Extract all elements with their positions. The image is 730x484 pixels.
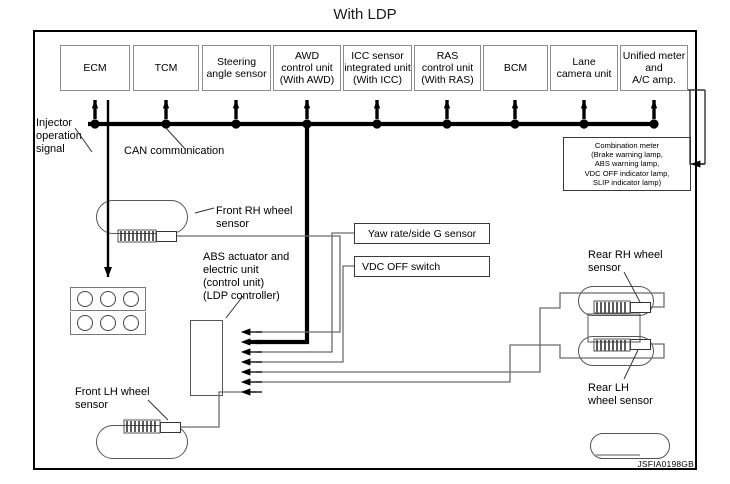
box-bcm[interactable]: BCM: [483, 45, 548, 91]
box-bcm-label: BCM: [503, 62, 528, 74]
front-rh-sensor-connector: [156, 231, 177, 242]
box-awd-line2: control unit: [281, 62, 333, 74]
box-icc-line2: integrated unit: [344, 62, 411, 74]
combination-meter-box[interactable]: Combination meter (Brake warning lamp, A…: [563, 137, 691, 191]
box-lane-line2: camera unit: [556, 68, 612, 80]
rear-lh-sensor-connector: [630, 339, 651, 350]
injector-circle-5: [100, 315, 116, 331]
box-meter-line2: and: [645, 62, 663, 74]
box-ecm[interactable]: ECM: [60, 45, 130, 91]
vdc-label: VDC OFF switch: [362, 260, 441, 273]
rear-rh-sensor-connector: [630, 302, 651, 313]
box-steering-line2: angle sensor: [206, 68, 267, 80]
box-unified-meter[interactable]: Unified meter and A/C amp.: [620, 45, 688, 91]
label-injector-operation-signal: Injector operation signal: [36, 117, 82, 155]
injector-circle-1: [77, 291, 93, 307]
front-rh-wheel: [96, 200, 188, 234]
label-rear-rh-wheel-sensor: Rear RH wheel sensor: [588, 249, 663, 274]
injector-circle-3: [123, 291, 139, 307]
label-front-rh-wheel-sensor: Front RH wheel sensor: [216, 205, 293, 230]
box-ras-control-unit[interactable]: RAS control unit (With RAS): [414, 45, 481, 91]
box-meter-line1: Unified meter: [622, 50, 686, 62]
cmeter-line4: VDC OFF indicator lamp,: [584, 168, 670, 178]
box-icc-line1: ICC sensor: [351, 50, 404, 62]
figure-code: JSFIA0198GB: [637, 459, 694, 469]
injector-circle-2: [100, 291, 116, 307]
box-meter-line3: A/C amp.: [632, 74, 676, 86]
label-rear-lh-wheel-sensor: Rear LH wheel sensor: [588, 382, 653, 407]
box-ras-line3: (With RAS): [421, 74, 474, 86]
box-awd-line3: (With AWD): [279, 74, 335, 86]
box-tcm-label: TCM: [154, 62, 178, 74]
box-lane-camera-unit[interactable]: Lane camera unit: [550, 45, 618, 91]
label-can-communication: CAN communication: [124, 145, 225, 157]
injector-circle-6: [123, 315, 139, 331]
box-icc-sensor-unit[interactable]: ICC sensor integrated unit (With ICC): [343, 45, 412, 91]
cmeter-line3: ABS warning lamp,: [594, 159, 660, 169]
cmeter-line5: SLIP indicator lamp): [592, 177, 662, 187]
box-awd-line1: AWD: [294, 50, 320, 62]
box-ras-line1: RAS: [436, 50, 459, 62]
box-lane-line1: Lane: [572, 56, 596, 68]
cmeter-line2: (Brake warning lamp,: [591, 150, 663, 160]
box-awd-control-unit[interactable]: AWD control unit (With AWD): [273, 45, 341, 91]
label-front-lh-wheel-sensor: Front LH wheel sensor: [75, 386, 150, 411]
box-ras-line2: control unit: [421, 62, 474, 74]
box-ecm-label: ECM: [83, 62, 107, 74]
yaw-label: Yaw rate/side G sensor: [367, 227, 477, 240]
cmeter-line1: Combination meter: [594, 141, 660, 150]
front-lh-sensor-connector: [160, 422, 181, 433]
spare-wheel-bottom-right: [590, 433, 670, 459]
label-abs-actuator-unit: ABS actuator and electric unit (control …: [203, 251, 290, 302]
abs-actuator-divider: [222, 320, 248, 396]
box-tcm[interactable]: TCM: [133, 45, 199, 91]
box-yaw-rate-side-g-sensor[interactable]: Yaw rate/side G sensor: [354, 223, 490, 244]
injector-circle-4: [77, 315, 93, 331]
box-icc-line3: (With ICC): [353, 74, 402, 86]
box-steering-angle-sensor[interactable]: Steering angle sensor: [202, 45, 271, 91]
box-vdc-off-switch[interactable]: VDC OFF switch: [354, 256, 490, 277]
injector-block-divider: [70, 310, 146, 312]
page-title: With LDP: [333, 6, 397, 23]
box-steering-line1: Steering: [216, 56, 257, 68]
